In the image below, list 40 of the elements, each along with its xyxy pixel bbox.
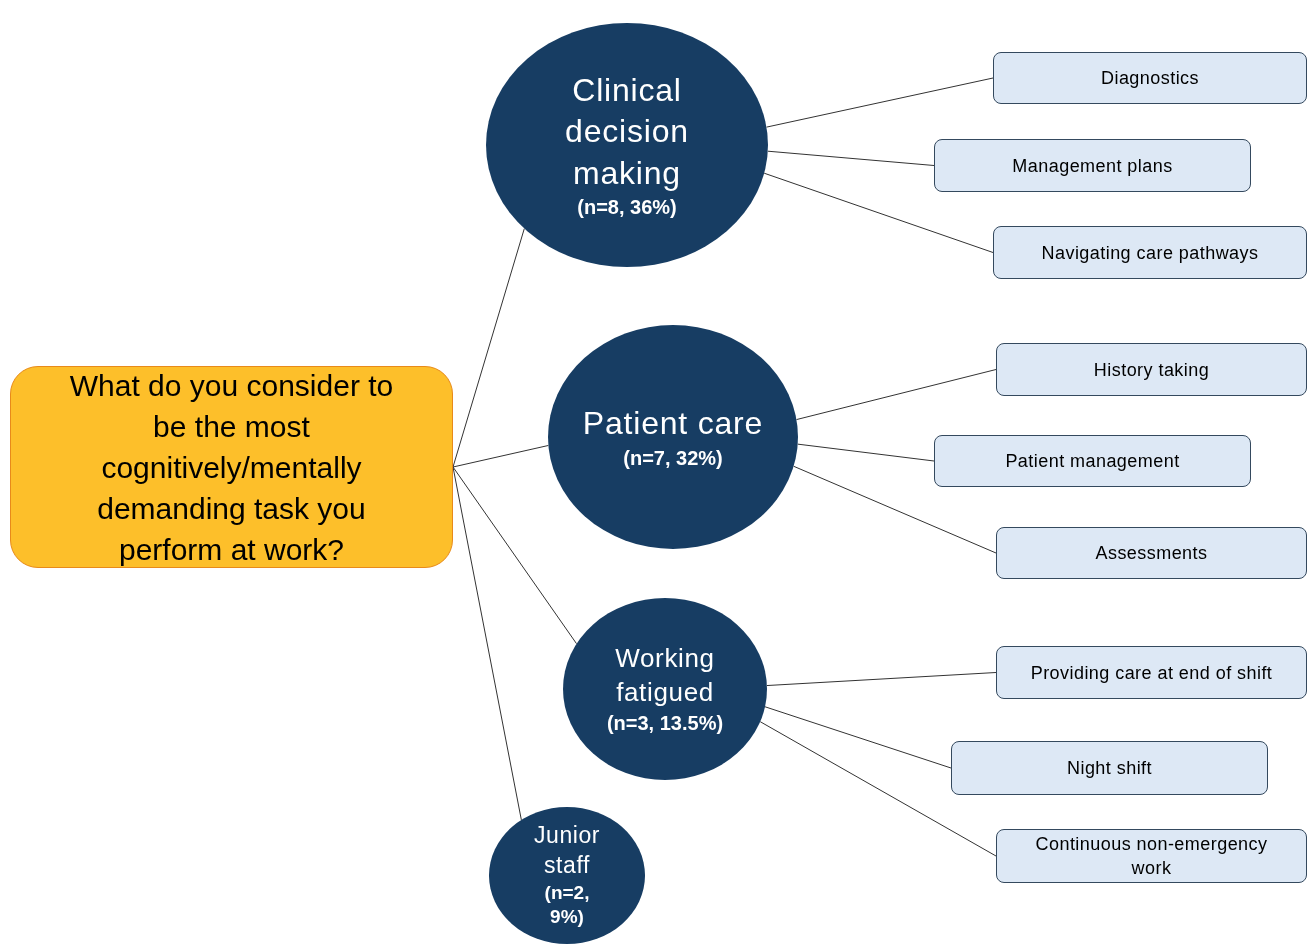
subtheme-label: Night shift [1067, 757, 1152, 780]
question-text: What do you consider to be the most cognitively/mentally demanding task you perform at work? [68, 367, 395, 568]
connector-line [767, 150, 935, 166]
theme-title: Patient care [582, 404, 764, 444]
subtheme-box [996, 829, 1307, 883]
subtheme-label: Diagnostics [1101, 67, 1199, 90]
theme-title: Working fatigued [614, 642, 716, 709]
subtheme-box [996, 646, 1307, 699]
count-label: (n=7, 32%) [623, 445, 723, 471]
subtheme-label: Management plans [1012, 154, 1173, 178]
subtheme-box [951, 741, 1268, 795]
theme-title: Junior staff [532, 820, 602, 880]
subtheme-label: Providing care at end of shift [1030, 661, 1273, 685]
subtheme-box [934, 435, 1251, 487]
connector-line [452, 444, 549, 468]
count-label: (n=3, 13.5%) [606, 710, 724, 736]
connector-line [793, 465, 997, 554]
subtheme-label: History taking [1093, 358, 1210, 382]
subtheme-box [996, 527, 1307, 579]
theme-title: Clinical decision making [564, 70, 690, 193]
count-label: (n=2, 9%) [543, 880, 591, 930]
subtheme-box [996, 343, 1307, 396]
subtheme-box [993, 52, 1307, 104]
connector-line [764, 706, 952, 769]
connector-line [452, 466, 578, 645]
subtheme-label: Continuous non-emergency work [1034, 833, 1269, 880]
connector-line [797, 443, 935, 462]
connector-line [796, 369, 997, 421]
subtheme-box [993, 226, 1307, 279]
question-box [10, 366, 453, 568]
subtheme-label: Assessments [1095, 542, 1208, 565]
subtheme-box [934, 139, 1251, 192]
connector-line [763, 172, 994, 253]
subtheme-label: Patient management [1005, 450, 1180, 473]
connector-line [452, 228, 525, 468]
connector-line [766, 77, 994, 128]
connector-line [759, 721, 997, 857]
subtheme-label: Navigating care pathways [1041, 241, 1259, 265]
connector-line [766, 672, 997, 687]
count-label: (n=8, 36%) [577, 195, 677, 221]
